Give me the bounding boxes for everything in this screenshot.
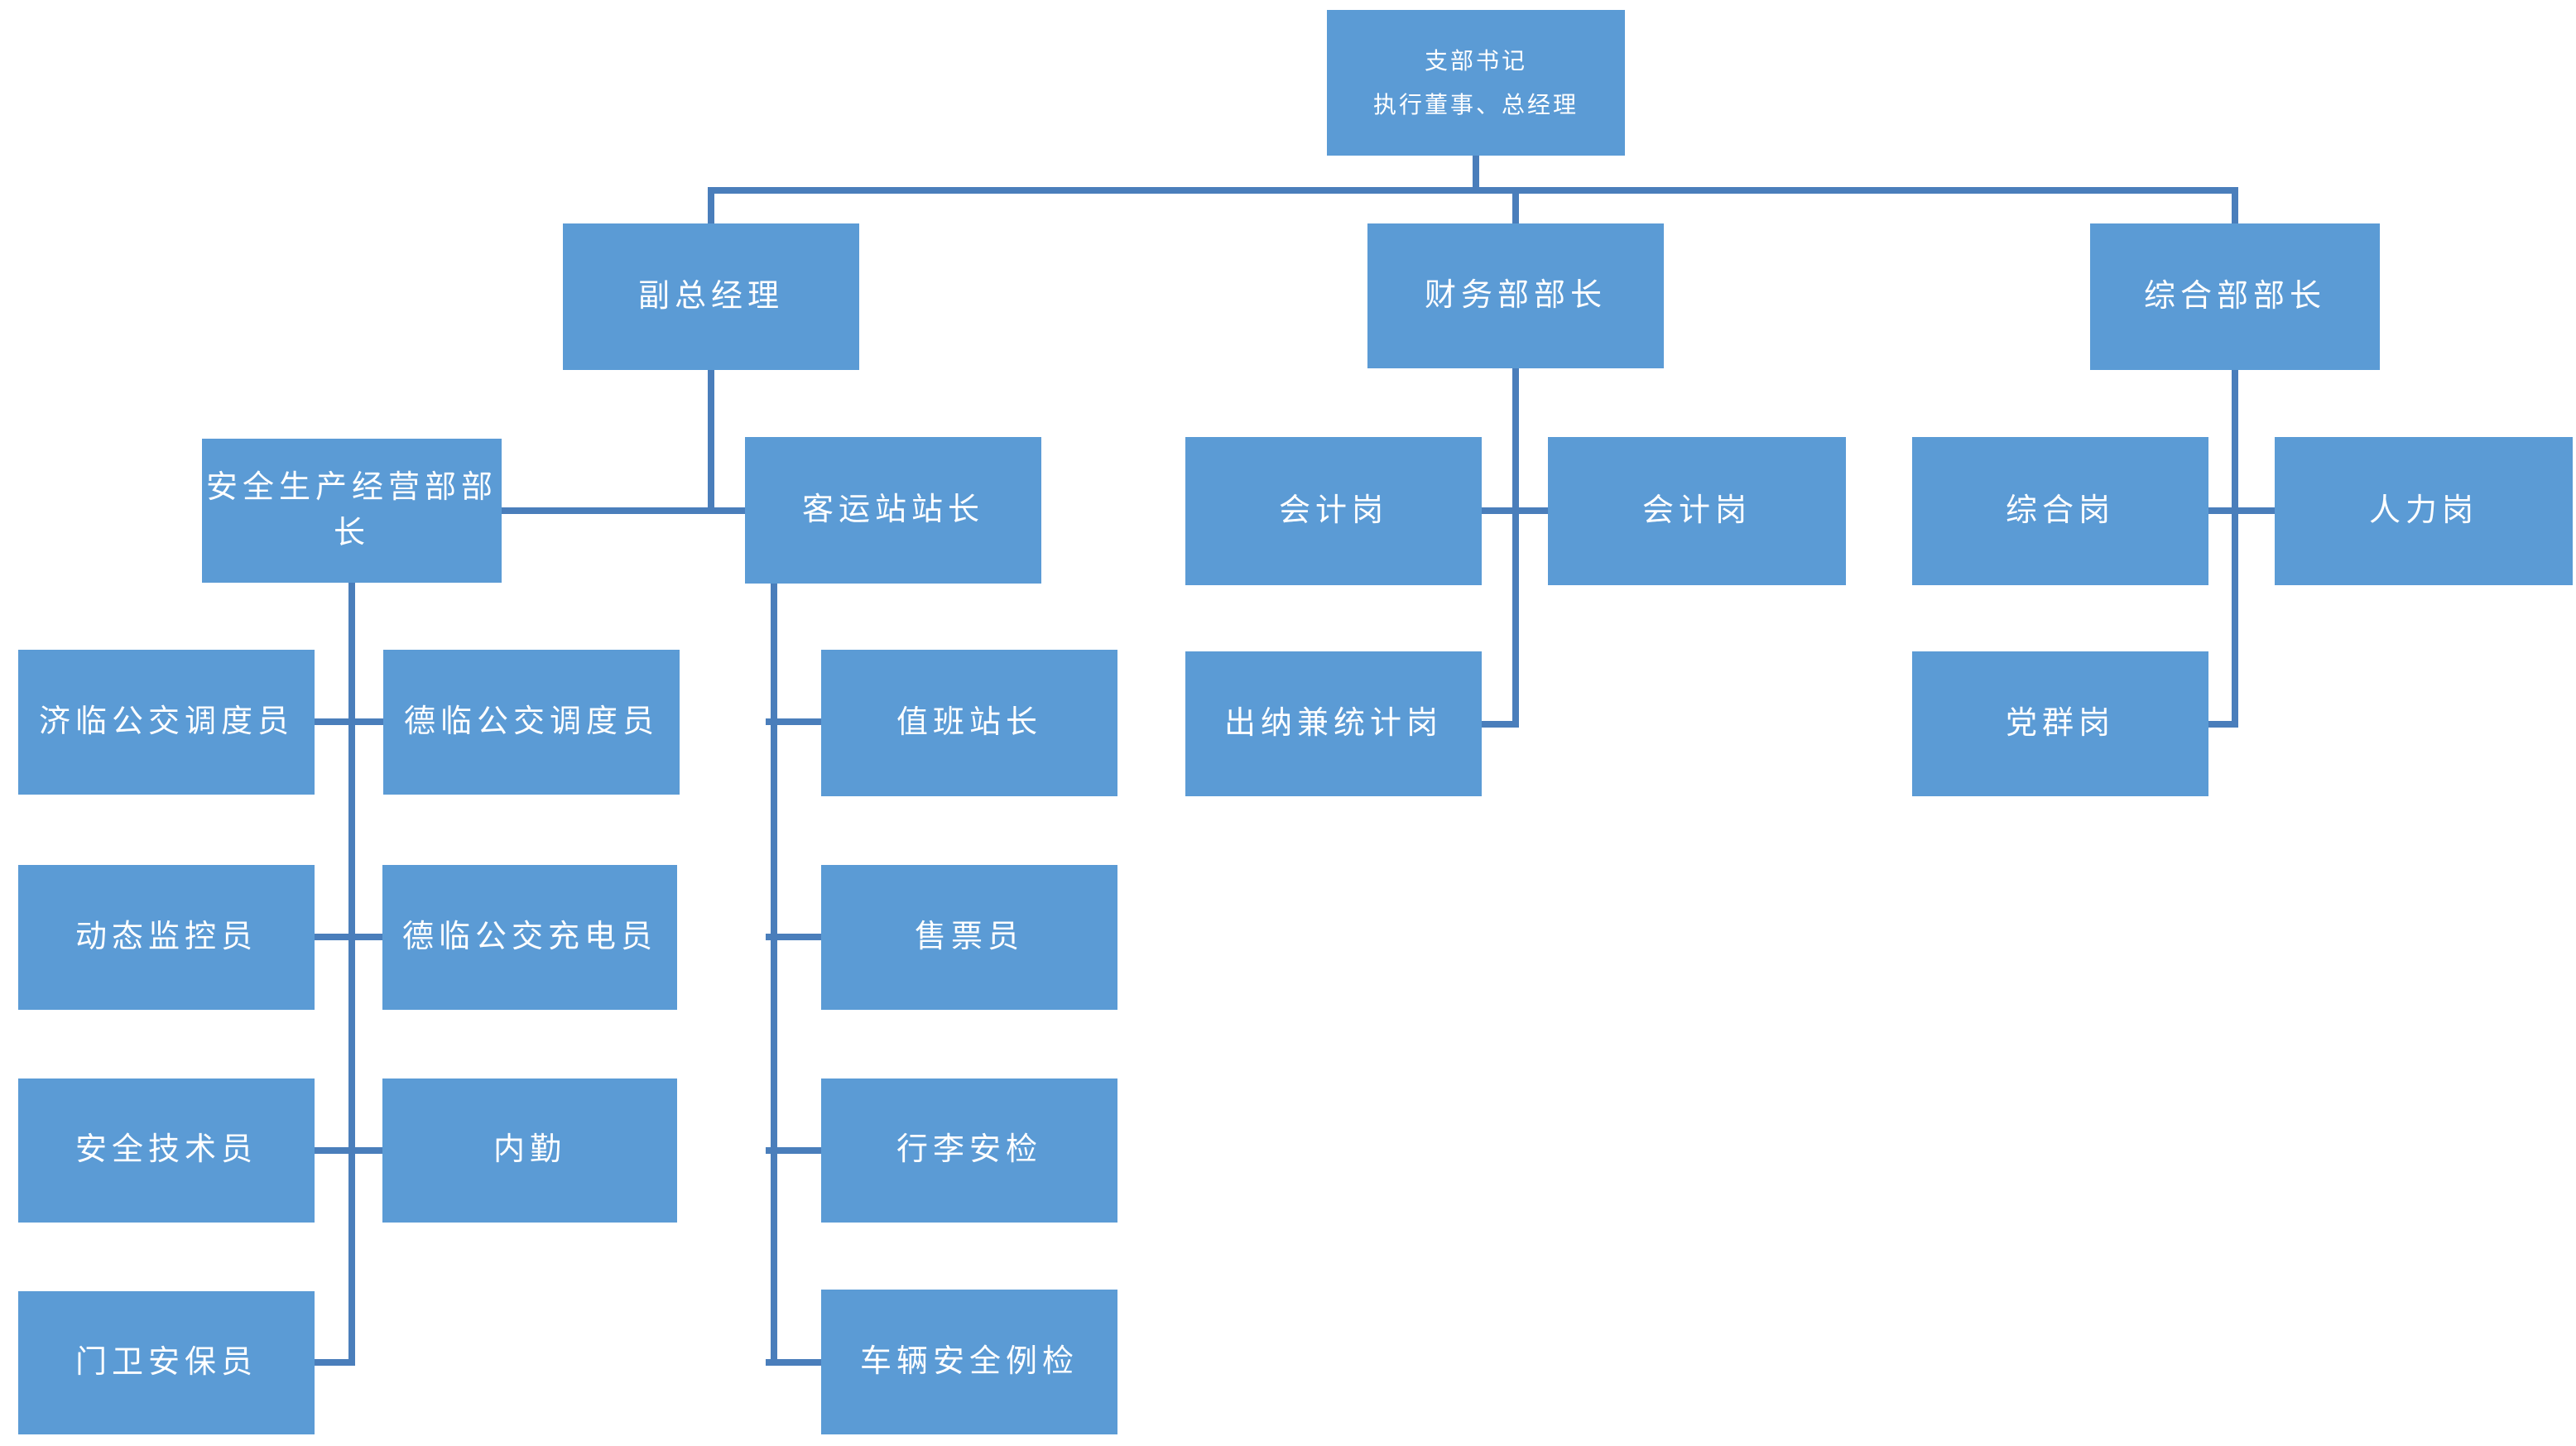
connector-finance-down [1512,368,1519,728]
org-node-label: 安全生产经营部部长 [205,469,497,550]
org-node-label: 售票员 [914,919,1024,954]
connector-vehicle-inspection-elbow [766,1359,821,1366]
org-node-accounting-post-left: 会计岗 [1185,437,1482,585]
org-node-label: 财务部部长 [1424,277,1607,313]
org-node-cashier-statistics-post: 出纳兼统计岗 [1185,651,1482,796]
org-node-label: 党群岗 [2005,705,2115,741]
org-node-label: 会计岗 [1278,492,1388,528]
connector-duty-master-stub [766,718,821,725]
connector-general-down [2232,370,2238,728]
org-node-label: 门卫安保员 [74,1344,257,1380]
org-node-label: 客运站站长 [801,492,984,527]
org-node-label: 行李安检 [896,1132,1042,1168]
org-node-label: 副总经理 [637,278,784,314]
connector-party-mass-elbow [2208,721,2238,728]
org-node-general-affairs-post: 综合岗 [1912,437,2208,585]
org-node-label: 综合部部长 [2143,278,2326,314]
org-node-general-dept-head: 综合部部长 [2090,223,2380,370]
org-node-party-mass-post: 党群岗 [1912,651,2208,796]
connector-monitor-charger-row-link [315,934,382,940]
org-node-passenger-station-master: 客运站站长 [745,437,1041,584]
connector-drop-general-head [2232,194,2238,223]
connector-luggage-check-stub [766,1147,821,1154]
org-node-hr-post: 人力岗 [2275,437,2573,585]
org-node-delin-bus-dispatcher: 德临公交调度员 [383,650,680,795]
org-node-office-clerk: 内勤 [382,1078,677,1223]
org-node-delin-bus-charger: 德临公交充电员 [382,865,677,1010]
org-node-safety-production-dept-head: 安全生产经营部部长 [202,439,502,583]
org-node-deputy-general-manager: 副总经理 [563,223,859,370]
org-node-label: 出纳兼统计岗 [1223,705,1443,741]
org-node-ticket-seller: 售票员 [821,865,1117,1010]
org-node-label: 安全技术员 [74,1132,257,1168]
org-node-accounting-post-right: 会计岗 [1548,437,1846,585]
org-node-label: 动态监控员 [74,919,257,954]
org-node-gate-security-guard: 门卫安保员 [18,1291,315,1434]
connector-ticket-seller-stub [766,934,821,940]
connector-deputy-down [708,370,714,514]
connector-level2-trunk [708,187,2238,194]
org-node-dynamic-monitor: 动态监控员 [18,865,315,1010]
org-node-branch-secretary-general-manager: 支部书记 执行董事、总经理 [1327,10,1625,156]
org-node-duty-station-master: 值班站长 [821,650,1117,796]
connector-safety-station-link [502,507,745,514]
connector-accounting-link [1482,507,1548,514]
connector-cashier-elbow [1482,721,1516,728]
org-node-label: 德临公交调度员 [403,704,659,739]
org-node-vehicle-safety-inspection: 车辆安全例检 [821,1290,1117,1434]
org-node-label: 内勤 [493,1132,566,1168]
connector-general-hr-link [2208,507,2275,514]
org-node-finance-dept-head: 财务部部长 [1367,223,1664,368]
org-node-label: 会计岗 [1641,492,1752,528]
connector-technician-clerk-row-link [315,1147,382,1154]
connector-gate-guard-elbow [315,1359,355,1366]
org-node-label: 车辆安全例检 [859,1343,1079,1379]
connector-dispatcher-row-link [315,718,383,725]
org-node-safety-technician: 安全技术员 [18,1078,315,1223]
org-node-label: 德临公交充电员 [401,919,657,954]
org-node-jilin-bus-dispatcher: 济临公交调度员 [18,650,315,795]
org-node-label: 值班站长 [896,704,1042,740]
connector-drop-finance-head [1512,194,1519,223]
connector-root-drop [1473,156,1479,194]
connector-drop-deputy-general [708,194,714,223]
connector-station-column-trunk [771,584,777,1366]
connector-safety-column-trunk [348,583,355,1366]
org-node-label: 综合岗 [2005,492,2115,528]
org-node-luggage-security-check: 行李安检 [821,1078,1117,1223]
org-node-label: 支部书记 执行董事、总经理 [1372,47,1579,118]
org-node-label: 人力岗 [2368,492,2478,528]
org-node-label: 济临公交调度员 [38,704,294,739]
